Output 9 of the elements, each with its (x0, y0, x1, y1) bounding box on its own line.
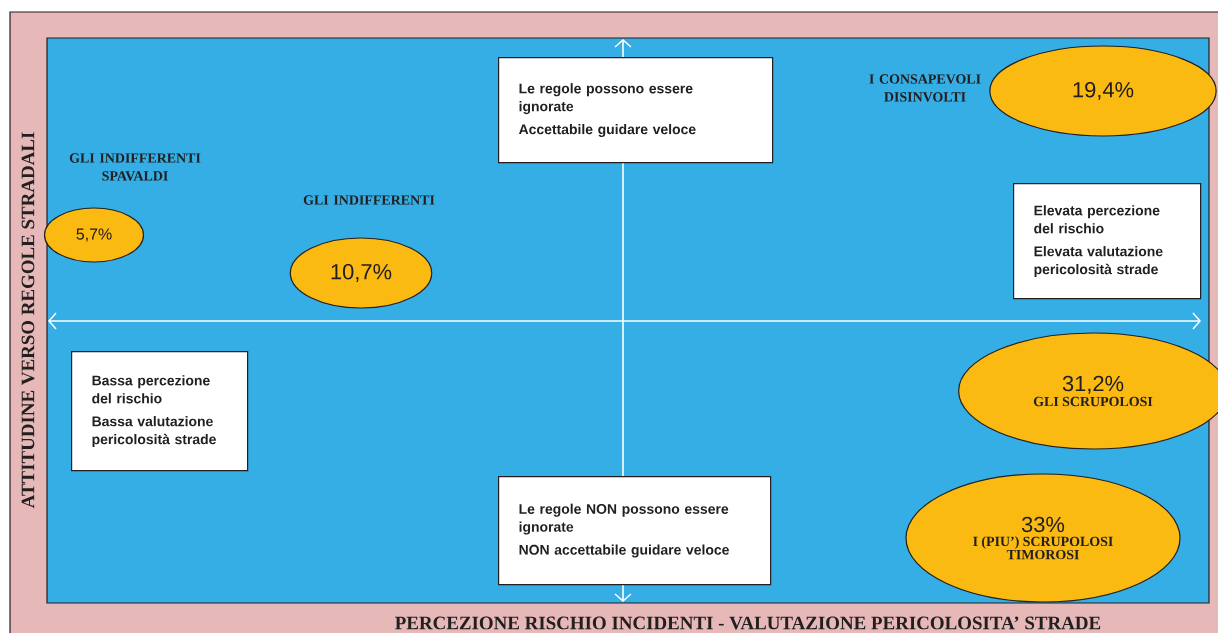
group-label: GLI INDIFFERENTI (303, 195, 435, 205)
text-box: Bassa percezione del rischio Bassa valutazione pericolosità strade (71, 351, 249, 472)
axis-title: ATTITUDINE VERSO REGOLE STRADALI (21, 132, 35, 509)
group-label: GLI INDIFFERENTI SPAVALDI (69, 153, 201, 181)
group-label: I CONSAPEVOLI DISINVOLTI (869, 74, 981, 102)
axis-title: PERCEZIONE RISCHIO INCIDENTI - VALUTAZIONE PERICOLOSITA’ STRADE (395, 616, 1101, 630)
text-box: Le regole NON possono essere ignorate NON accettabile guidare veloce (498, 476, 772, 586)
text-box: Elevata percezione del rischio Elevata valutazione pericolosità strade (1013, 183, 1202, 300)
text-box: Le regole possono essere ignorate Accettabile guidare veloce (498, 57, 774, 164)
